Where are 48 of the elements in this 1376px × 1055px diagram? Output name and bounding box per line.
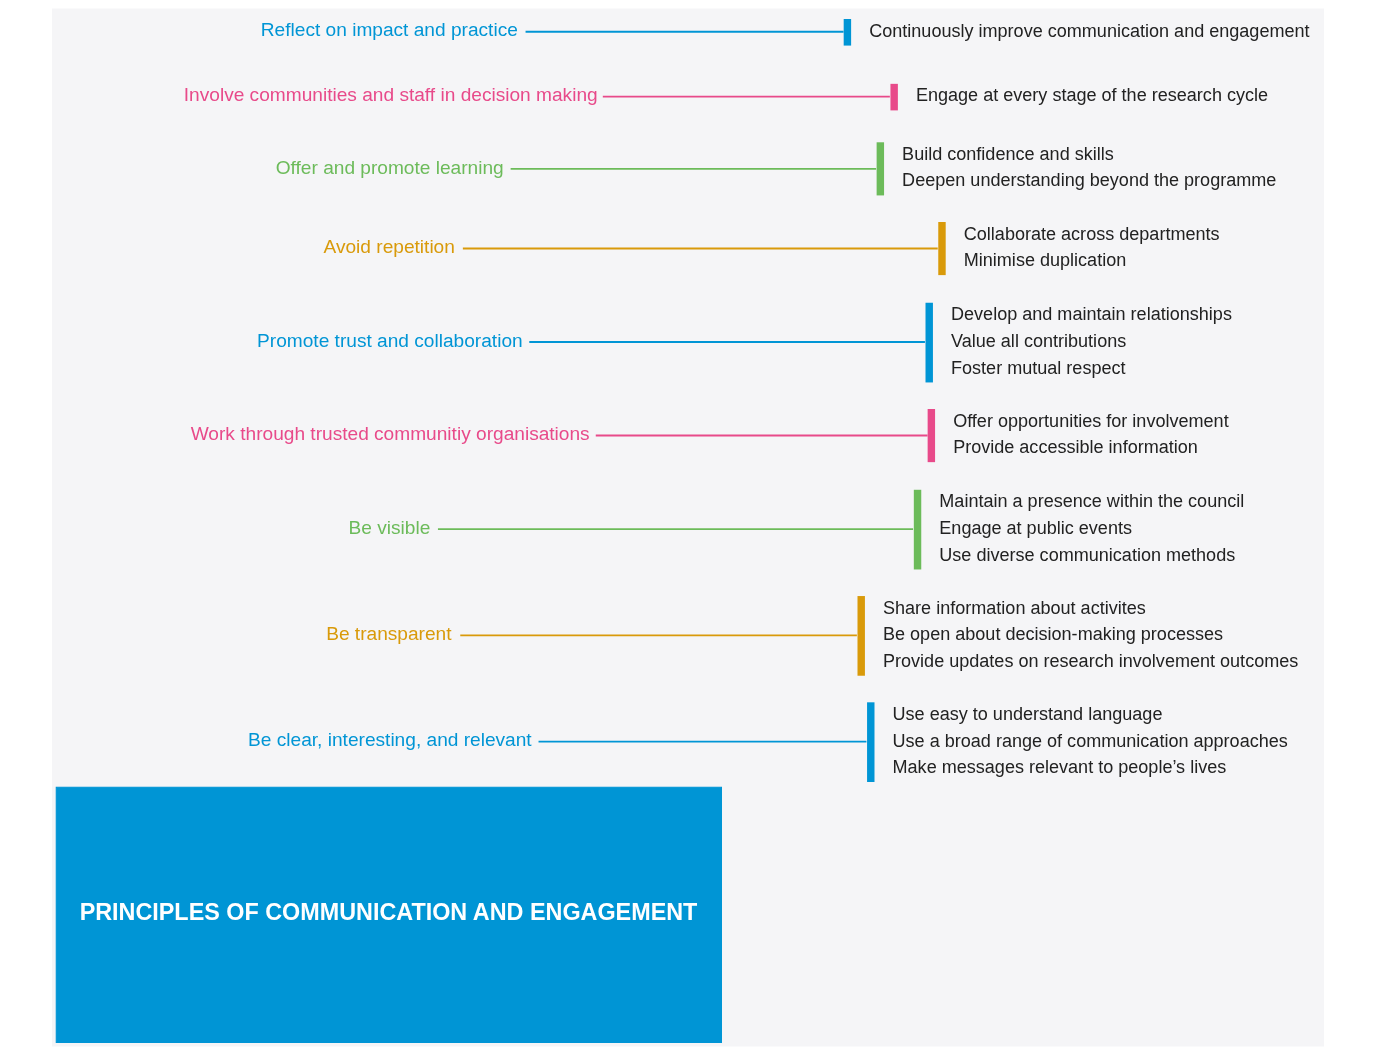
node-label: Build confidence and skills [902,143,1114,164]
connector [528,341,926,344]
node-box [890,83,898,111]
node-label: Be open about decision-making processes [883,624,1224,645]
node-label: Continuously improve communication and engagement [869,20,1310,41]
connector [437,528,915,531]
node-label: Use easy to understand language [892,703,1163,724]
connector [461,247,939,250]
node-label: Maintain a presence within the council [939,491,1245,512]
node-box [927,409,936,463]
connector [459,634,858,637]
node-label: Use diverse communication methods [939,544,1236,565]
node-box [925,302,933,383]
node-box: PRINCIPLES OF COMMUNICATION AND ENGAGEMENT [55,786,722,1043]
node-text: Work through trusted communitiy organisations [190,423,590,445]
node-text: Involve communities and staff in decision making [183,84,598,106]
node-label: Share information about activites [883,597,1146,618]
node-box [913,489,922,570]
node-label: Engage at every stage of the research cycle [915,85,1269,106]
connector [537,740,868,743]
node-label: Make messages relevant to people’s lives [892,757,1227,778]
node-box [938,222,946,276]
node-label: Minimise duplication [963,250,1127,271]
connector [594,434,929,437]
node-text: Promote trust and collaboration [257,329,523,351]
node-label: Use a broad range of communication approaches [892,730,1288,751]
node-box [867,702,875,782]
node-text: Avoid repetition [323,236,455,258]
node-text: Be clear, interesting, and relevant [248,729,532,751]
connector [509,167,878,170]
node-box [857,596,865,676]
node-label: Foster mutual respect [951,357,1126,378]
node-label: Value all contributions [951,330,1127,351]
node-text: Be visible [348,516,431,538]
node-label: Collaborate across departments [963,223,1220,244]
connector [524,30,845,33]
node-label: Develop and maintain relationships [951,304,1232,325]
node-label: Provide accessible information [953,437,1198,458]
node-text: Be transparent [326,623,452,645]
connector [601,95,891,98]
node-text: Reflect on impact and practice [260,19,518,41]
node-text: Offer and promote learning [275,156,504,178]
node-box [843,19,852,46]
node-box [876,142,885,196]
node-label: Offer opportunities for involvement [953,410,1229,431]
node-label: Engage at public events [939,517,1132,538]
node-label: Provide updates on research involvement outcomes [883,650,1299,671]
node-label: Deepen understanding beyond the programme [902,170,1277,191]
